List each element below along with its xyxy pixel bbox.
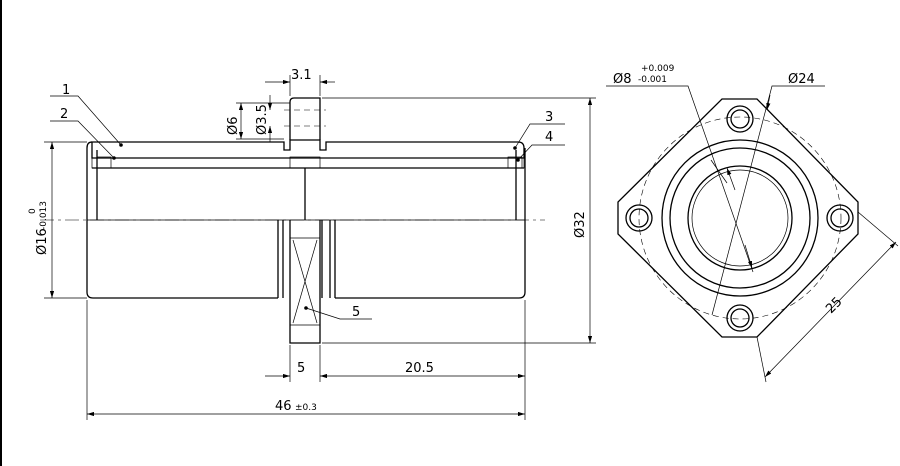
callout-1: 1 (62, 83, 70, 98)
dim-bolt-circle-dia: Ø24 (788, 72, 815, 87)
dim-bore-tol-upper: 0 (28, 208, 38, 214)
dim-bore-dia: Ø16 (35, 228, 50, 255)
housing-section (91, 139, 525, 159)
side-section-view (40, 97, 545, 344)
dim-boss-outer-dia: Ø6 (226, 116, 241, 135)
dim-shaft-dia: Ø8 (613, 72, 632, 87)
dim-shaft-tol-upper: +0.009 (641, 64, 675, 74)
dim-shaft-tol-lower: -0.001 (638, 75, 667, 85)
dim-boss-width: 3.1 (291, 68, 312, 83)
bolt-circle (638, 116, 842, 320)
dim-bore-tol-lower: -0.013 (39, 201, 49, 230)
callout-4: 4 (545, 130, 553, 145)
dim-overall-length: 46 (275, 399, 292, 414)
dim-flange-dia: Ø32 (573, 211, 588, 238)
flange-cross-mark (292, 239, 318, 324)
dim-flange-width: 5 (297, 361, 305, 376)
mounting-holes (625, 105, 854, 332)
end-view: Ø8 +0.009 -0.001 Ø24 25 (606, 64, 899, 383)
dimensions-side: 3.1 Ø6 Ø3.5 Ø16 0 -0.013 Ø32 5 20.5 46 ±… (28, 68, 596, 420)
dim-boss-hole-dia: Ø3.5 (255, 104, 270, 135)
dim-overall-length-tol: ±0.3 (295, 403, 317, 413)
callout-5: 5 (352, 305, 360, 320)
callout-2: 2 (60, 107, 68, 122)
lube-boss (289, 97, 321, 140)
ball-row (91, 157, 525, 169)
square-flange (617, 98, 859, 338)
callout-3: 3 (545, 110, 553, 125)
callouts: 1 2 3 4 5 (50, 83, 565, 320)
dim-flange-offset: 20.5 (405, 361, 434, 376)
